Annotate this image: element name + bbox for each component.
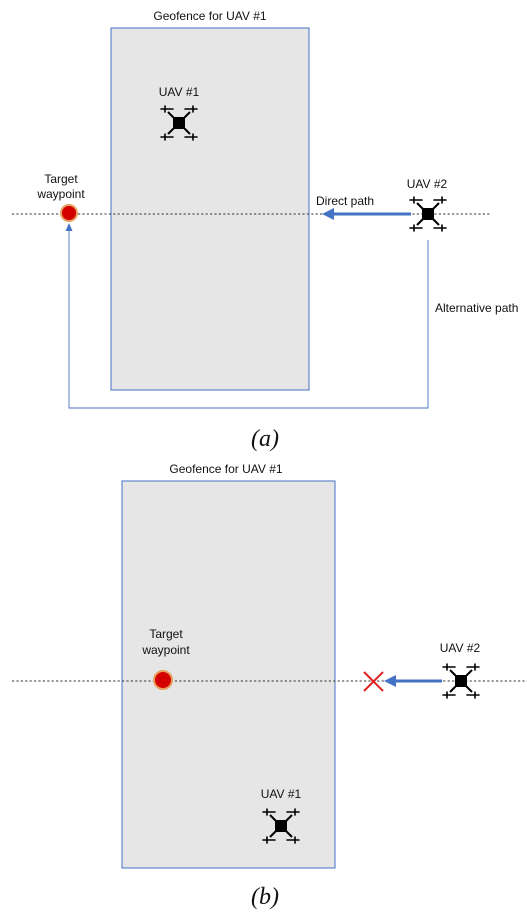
target-label-line1-a: Target — [44, 172, 78, 186]
target-label-line2-a: waypoint — [36, 187, 85, 201]
geofence-label-b: Geofence for UAV #1 — [169, 462, 283, 476]
waypoint-marker-a — [60, 204, 78, 222]
target-label-line2-b: waypoint — [141, 643, 190, 657]
alternative-path-arrow — [65, 223, 429, 409]
red-x-icon — [363, 671, 384, 692]
target-label-line1-b: Target — [149, 627, 183, 641]
direct-path-label: Direct path — [316, 194, 374, 208]
panel-a: Geofence for UAV #1 Alternative path Dir… — [12, 9, 518, 452]
geofence-area-a — [110, 27, 310, 391]
uav2-label-b: UAV #2 — [440, 641, 481, 655]
uav1-label-b: UAV #1 — [261, 787, 302, 801]
caption-a: (a) — [251, 426, 279, 452]
waypoint-marker-b — [153, 670, 173, 690]
uav1-label-a: UAV #1 — [159, 85, 200, 99]
geofence-label-a: Geofence for UAV #1 — [153, 9, 267, 23]
panel-b: Geofence for UAV #1 Target waypoint UAV … — [12, 462, 527, 910]
caption-b: (b) — [251, 884, 279, 910]
alternative-path-label: Alternative path — [435, 301, 518, 315]
geofence-area-b — [121, 480, 336, 869]
uav2-label-a: UAV #2 — [407, 177, 448, 191]
